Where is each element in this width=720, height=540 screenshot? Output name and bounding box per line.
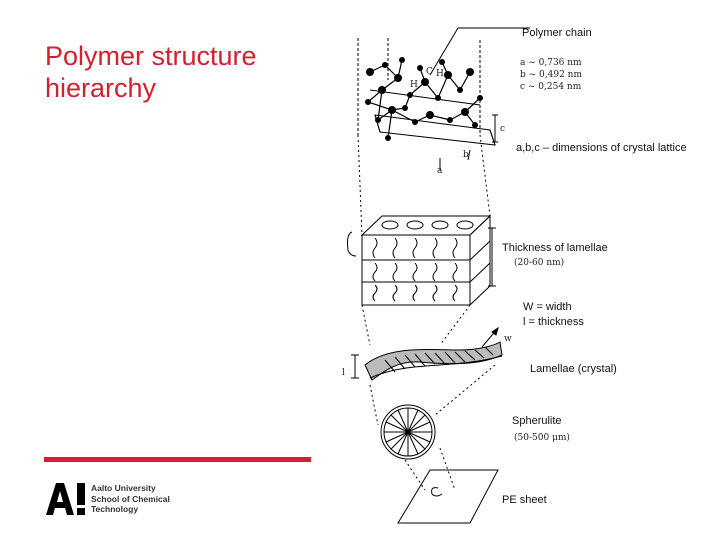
polymer-chain-callout-line bbox=[429, 27, 530, 76]
slide-title-line-2: hierarchy bbox=[45, 73, 157, 103]
scale-note-spherulite: (50-500 μm) bbox=[514, 433, 570, 443]
label-l-thickness: l = thickness bbox=[523, 316, 584, 328]
aalto-logo-mark-icon bbox=[46, 483, 85, 515]
label-spherulite: Spherulite bbox=[512, 415, 562, 427]
label-polymer-chain: Polymer chain bbox=[522, 27, 592, 39]
lattice-value-b: b ~ 0,492 nm bbox=[520, 70, 582, 80]
atom-label-hydrogen: H bbox=[436, 69, 444, 79]
slide-title: Polymer structure hierarchy bbox=[45, 40, 257, 104]
spherulite-drawing bbox=[380, 404, 436, 460]
lamella-ribbon-drawing bbox=[351, 326, 503, 381]
lamellae-stack-drawing bbox=[347, 214, 496, 307]
label-pe-sheet: PE sheet bbox=[502, 494, 547, 506]
logo-line-2: School of Chemical bbox=[91, 493, 170, 504]
axis-letter-c: c bbox=[500, 124, 506, 134]
axis-letter-l: l bbox=[342, 368, 345, 378]
label-lattice-dimensions: a,b,c – dimensions of crystal lattice bbox=[516, 142, 687, 154]
label-w-width: W = width bbox=[523, 301, 572, 313]
logo-line-1: Aalto University bbox=[91, 483, 156, 493]
atom-label-hydrogen-2: H bbox=[410, 80, 418, 90]
aalto-logo: Aalto University School of Chemical Tech… bbox=[44, 482, 194, 518]
atom-cluster bbox=[365, 57, 483, 141]
axis-letter-b: b bbox=[463, 150, 469, 160]
axis-letter-w: w bbox=[504, 334, 512, 344]
slide-title-line-1: Polymer structure bbox=[45, 41, 257, 71]
crystal-lattice-drawing bbox=[357, 38, 498, 170]
label-lamellae-crystal: Lamellae (crystal) bbox=[530, 363, 617, 375]
aalto-logo-text: Aalto University School of Chemical Tech… bbox=[91, 483, 170, 515]
hierarchy-diagram bbox=[347, 27, 530, 524]
lattice-value-c: c ~ 0,254 nm bbox=[520, 82, 582, 92]
scale-note-lamellae: (20-60 nm) bbox=[514, 258, 565, 268]
atom-label-carbon: C bbox=[426, 67, 433, 77]
logo-line-3: Technology bbox=[91, 504, 139, 514]
atom-bonds bbox=[366, 59, 481, 139]
lattice-value-a: a ~ 0,736 nm bbox=[520, 58, 582, 68]
accent-bar bbox=[44, 457, 311, 462]
pe-sheet-drawing bbox=[397, 469, 499, 524]
label-lamellae-thickness: Thickness of lamellae bbox=[502, 242, 608, 254]
axis-letter-a: a bbox=[437, 166, 443, 176]
connector-dots bbox=[357, 134, 496, 491]
polymer-hierarchy-figure: Polymer chain a ~ 0,736 nm b ~ 0,492 nm … bbox=[330, 20, 720, 535]
